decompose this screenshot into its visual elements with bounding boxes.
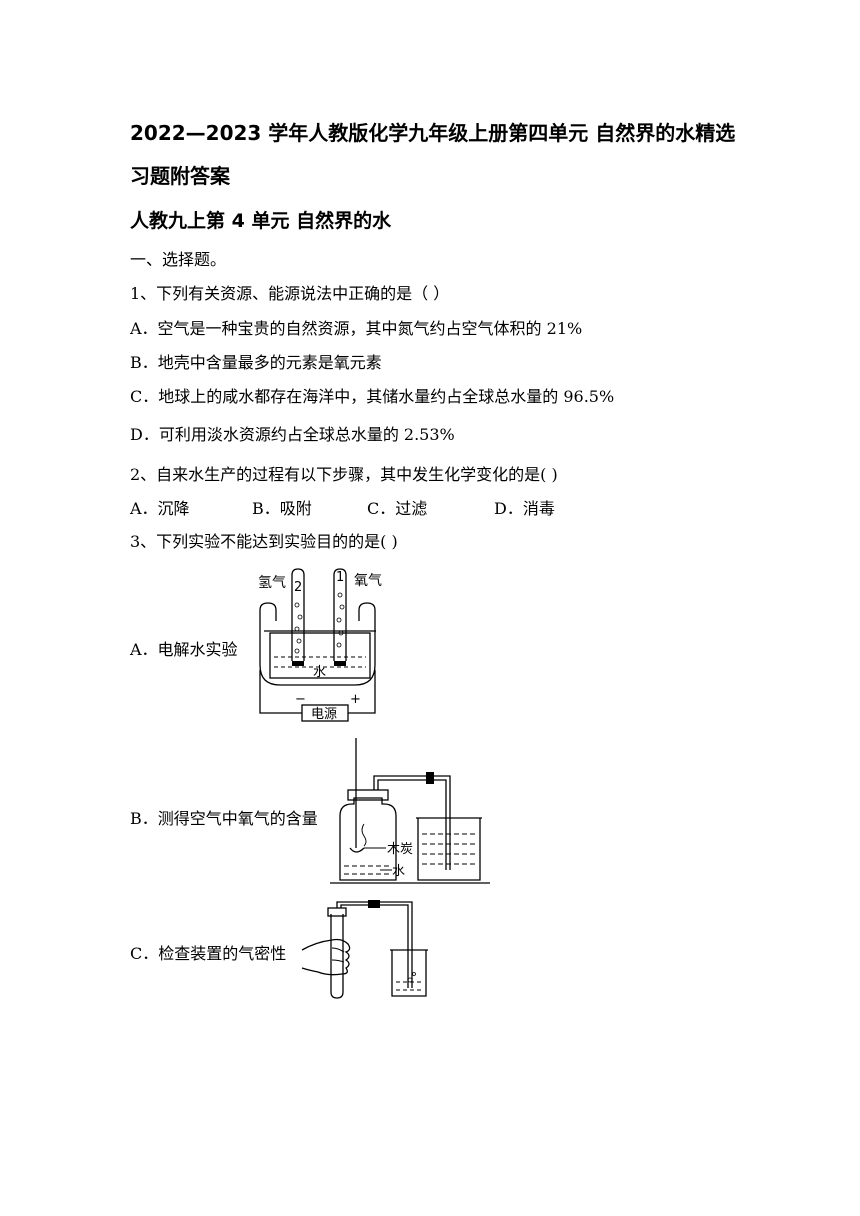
doc-title-line1: 2022—2023 学年人教版化学九年级上册第四单元 自然界的水精选 — [130, 121, 736, 145]
label-oxygen: 氧气 — [354, 573, 382, 589]
electrolysis-figure: 氢气 2 1 氧气 水 − + 电源 — [258, 568, 382, 722]
label-charcoal: 木炭 — [387, 842, 413, 857]
label-power: 电源 — [311, 707, 337, 722]
section-heading: 一、选择题。 — [130, 250, 227, 269]
q2-option-c: C．过滤 — [367, 499, 428, 518]
q3-stem: 3、下列实验不能达到实验目的的是( ) — [130, 532, 398, 551]
airtightness-figure — [301, 900, 428, 999]
q3-option-c: C．检查装置的气密性 — [130, 944, 287, 963]
label-hydrogen: 氢气 — [258, 575, 286, 591]
label-water: 水 — [313, 665, 326, 680]
q2-option-d: D．消毒 — [494, 499, 555, 518]
label-plus: + — [350, 692, 361, 707]
q1-option-a: A．空气是一种宝贵的自然资源，其中氮气约占空气体积的 21% — [130, 319, 583, 338]
doc-title-line2: 习题附答案 — [130, 164, 230, 188]
q2-option-a: A．沉降 — [130, 499, 190, 518]
q3-option-a: A．电解水实验 — [130, 640, 238, 659]
q2-option-b: B．吸附 — [252, 499, 312, 518]
q1-option-c: C．地球上的咸水都存在海洋中，其储水量约占全球总水量的 96.5% — [130, 387, 615, 406]
q3-option-b: B．测得空气中氧气的含量 — [130, 809, 318, 828]
q1-stem: 1、下列有关资源、能源说法中正确的是（ ） — [130, 284, 450, 303]
label-water-b: 水 — [392, 864, 405, 879]
q2-stem: 2、自来水生产的过程有以下步骤，其中发生化学变化的是( ) — [130, 465, 558, 484]
label-minus: − — [295, 692, 306, 707]
q1-option-d: D．可利用淡水资源约占全球总水量的 2.53% — [130, 425, 455, 444]
oxygen-measure-figure: 木炭 水 — [330, 738, 490, 884]
q1-option-b: B．地壳中含量最多的元素是氧元素 — [130, 353, 382, 372]
doc-subtitle: 人教九上第 4 单元 自然界的水 — [130, 210, 392, 232]
label-tube-2: 2 — [294, 580, 302, 595]
label-tube-1: 1 — [336, 570, 344, 585]
